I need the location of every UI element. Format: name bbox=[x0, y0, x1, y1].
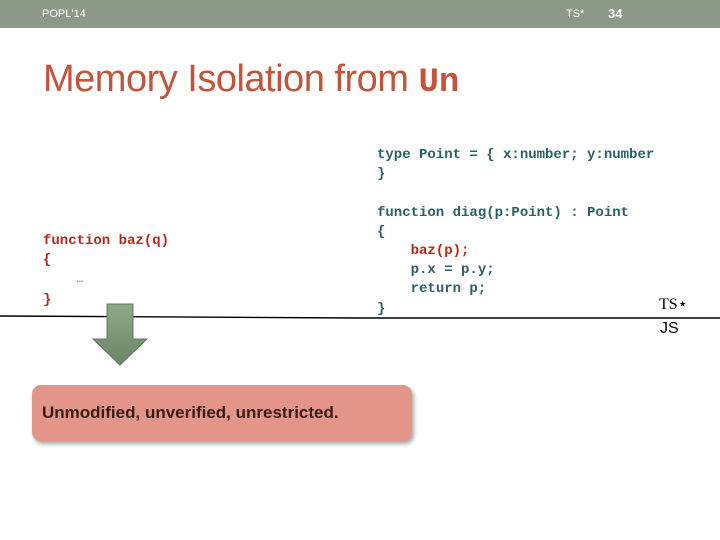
footer-label: TS* bbox=[566, 8, 585, 20]
code-line: } bbox=[377, 300, 386, 317]
code-line: } bbox=[377, 166, 386, 183]
code-line: } bbox=[43, 291, 52, 308]
header-bar: POPL'14 TS* 34 bbox=[0, 0, 720, 28]
code-ellipsis: … bbox=[76, 274, 84, 287]
code-line: function baz(q) bbox=[43, 233, 170, 249]
code-line: { bbox=[43, 252, 52, 269]
code-line: type Point = { x:number; y:number bbox=[377, 147, 655, 163]
conference-label: POPL'14 bbox=[42, 8, 86, 20]
diag-function-code: type Point = { x:number; y:number } func… bbox=[377, 146, 654, 319]
slide-title-text: Memory Isolation from bbox=[43, 58, 419, 100]
code-line: function diag(p:Point) : Point bbox=[377, 204, 630, 221]
baz-function-code: function baz(q) { … } bbox=[43, 232, 169, 310]
code-line: { bbox=[377, 223, 386, 240]
callout-box: Unmodified, unverified, unrestricted. bbox=[32, 385, 412, 441]
slide-title-code: Un bbox=[418, 64, 460, 102]
down-arrow-icon bbox=[91, 303, 149, 366]
js-label: JS bbox=[660, 320, 679, 337]
code-line: p.x = p.y; bbox=[410, 262, 495, 279]
callout-text: Unmodified, unverified, unrestricted. bbox=[42, 403, 339, 422]
code-line-baz-call: baz(p); bbox=[410, 243, 470, 260]
code-line: return p; bbox=[410, 281, 487, 298]
ts-star-label: TS⋆ bbox=[659, 296, 688, 313]
page-number: 34 bbox=[608, 6, 623, 21]
slide-title: Memory Isolation from Un bbox=[43, 58, 459, 102]
